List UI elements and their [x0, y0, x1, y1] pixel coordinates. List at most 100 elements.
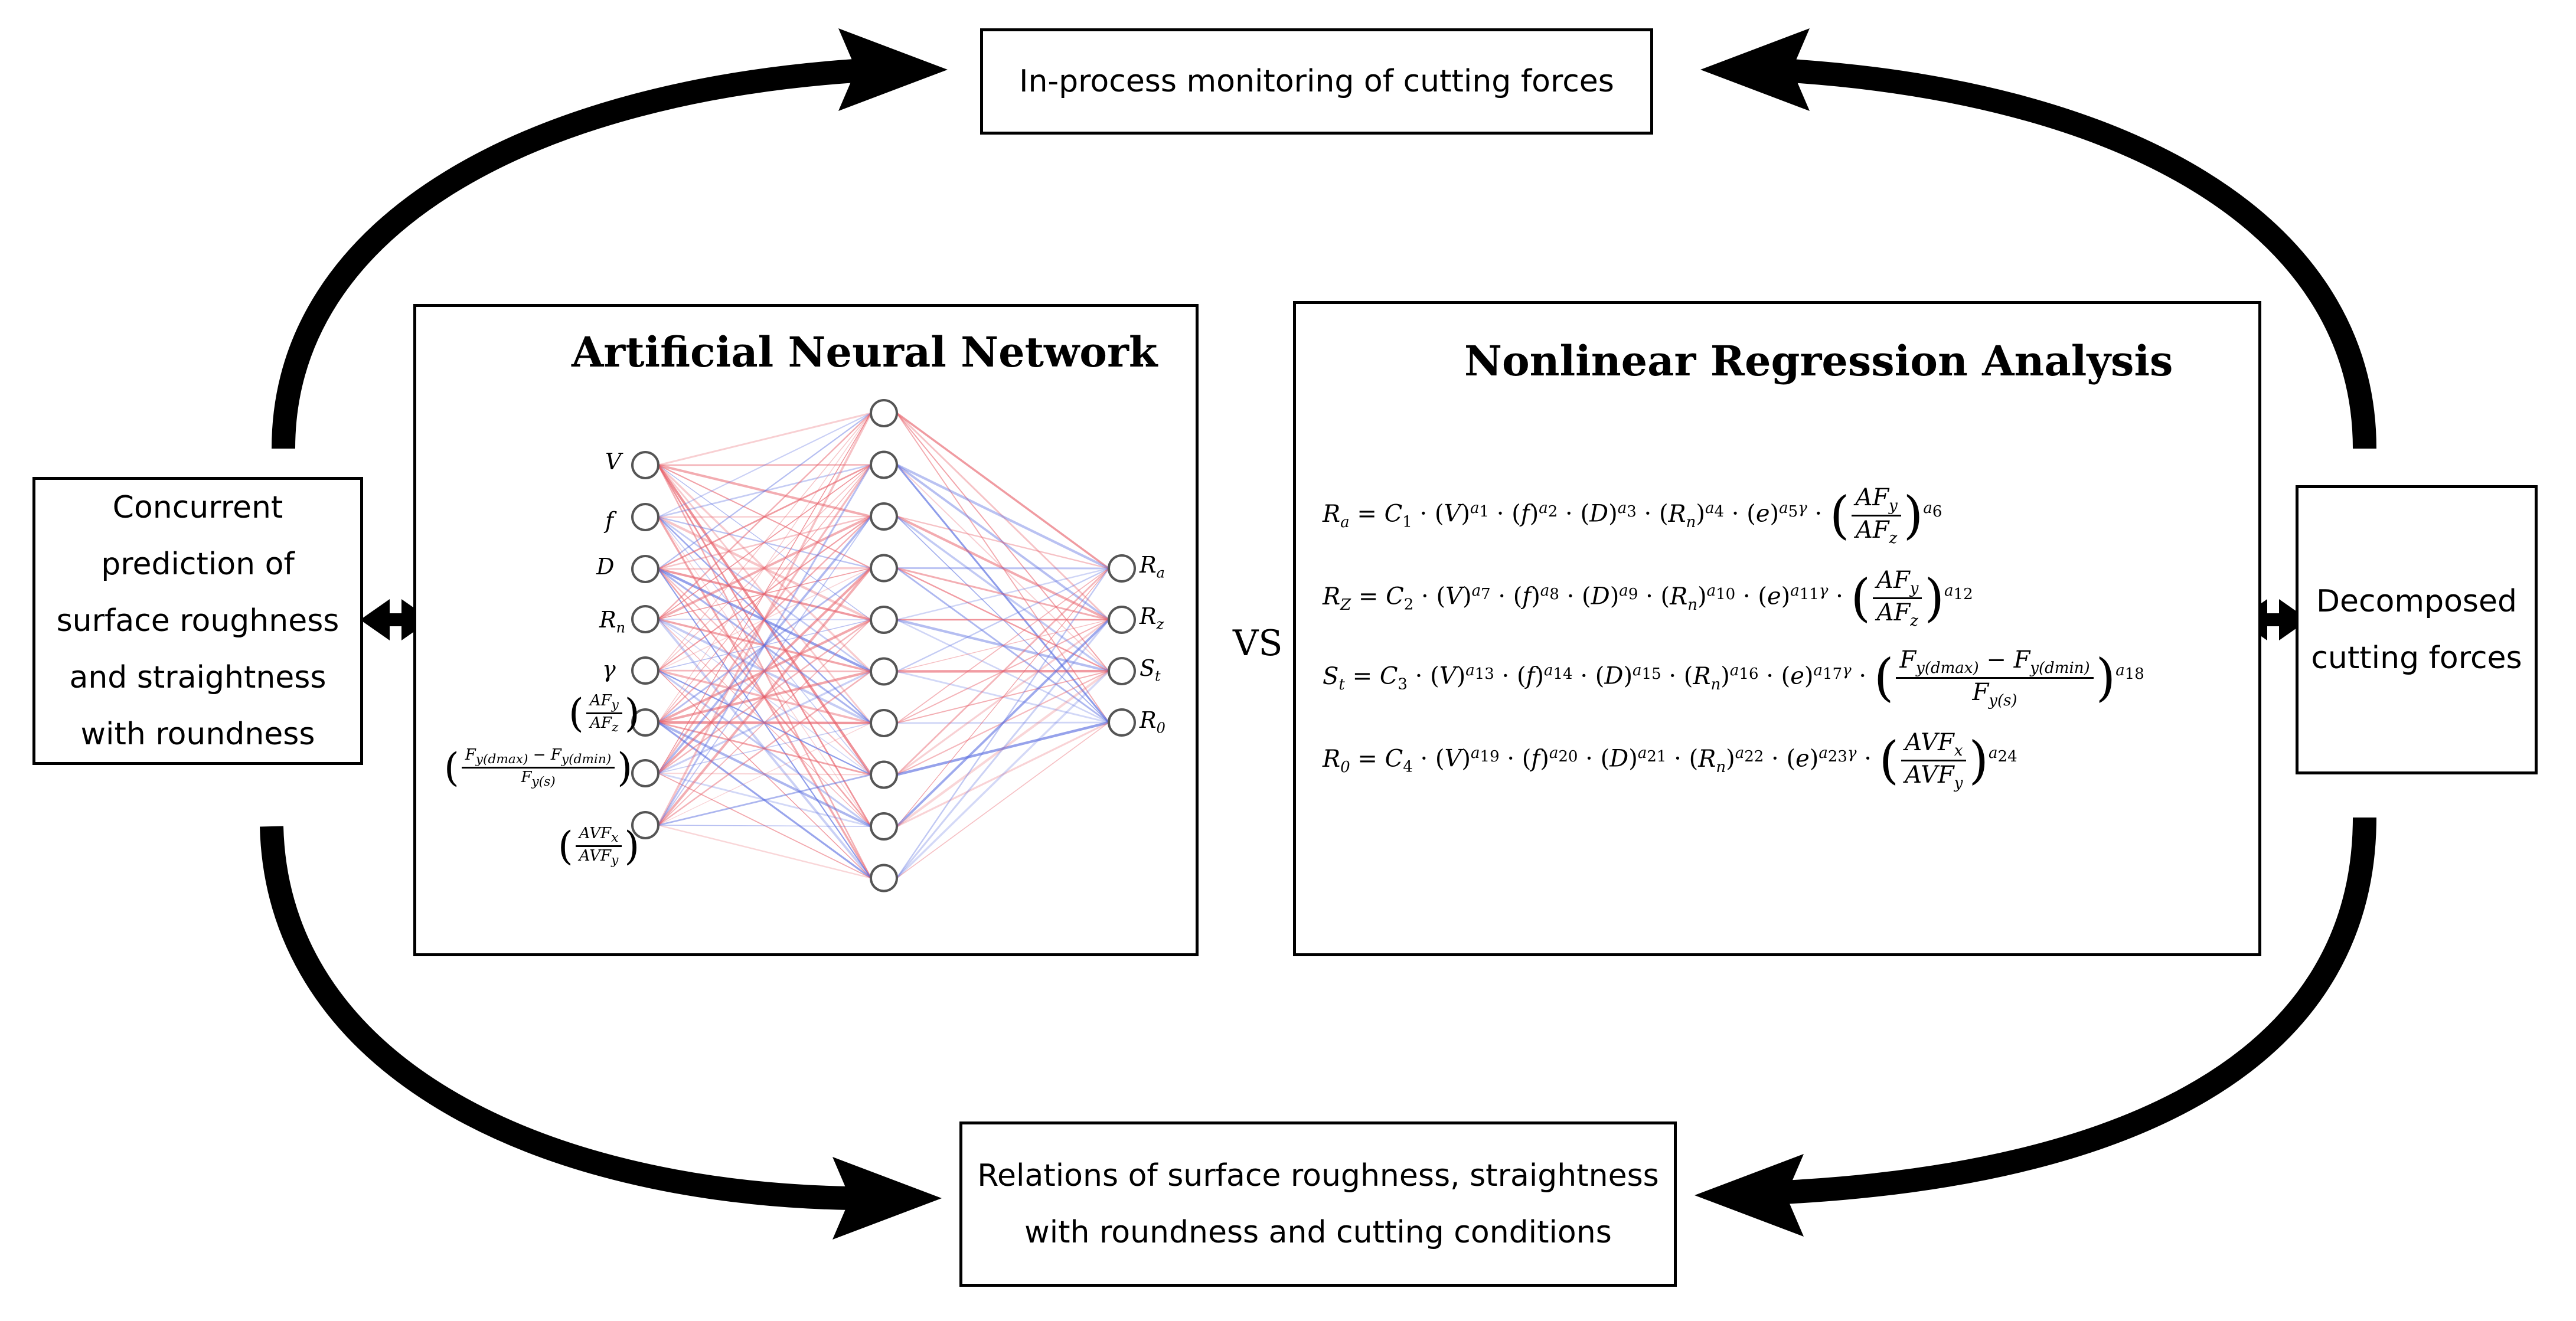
input-label-d: D — [596, 554, 615, 580]
connection-input-hidden — [658, 413, 871, 570]
connection-hidden-output — [896, 619, 1109, 672]
connection-input-hidden — [658, 515, 871, 570]
connection-hidden-output — [896, 568, 1109, 827]
connection-hidden-output — [896, 670, 1110, 828]
input-node — [631, 555, 659, 583]
connection-input-hidden — [658, 619, 871, 671]
connection-hidden-output — [896, 670, 1110, 879]
left-box — [32, 477, 363, 765]
right-box — [2296, 485, 2538, 774]
nra-panel — [1293, 301, 2261, 956]
connection-input-hidden — [658, 671, 871, 774]
connection-input-hidden — [657, 464, 872, 826]
arrow-right-to-bottom — [1782, 817, 2376, 1204]
connection-hidden-output — [896, 463, 1110, 621]
input-node — [631, 656, 659, 685]
arrow-left-to-bottom — [260, 826, 851, 1210]
output-label-rz: Rz — [1140, 603, 1164, 633]
connection-input-hidden — [658, 516, 871, 826]
connection-hidden-output — [896, 567, 1109, 621]
arrow-left-to-top — [272, 58, 875, 449]
connection-input-hidden — [658, 671, 871, 826]
connection-input-hidden — [658, 412, 871, 466]
connection-input-hidden — [657, 515, 872, 774]
connection-hidden-output — [896, 463, 1109, 570]
connection-input-hidden — [658, 721, 871, 776]
connection-input-hidden — [657, 567, 872, 774]
hidden-node — [870, 864, 898, 892]
connection-input-hidden — [658, 464, 871, 620]
connection-input-hidden — [658, 772, 871, 776]
top-box-text: In-process monitoring of cutting forces — [1019, 64, 1614, 99]
connection-hidden-output — [896, 567, 1109, 672]
input-node — [631, 451, 659, 479]
right-box-text: Decomposed cutting forces — [2311, 584, 2522, 676]
connection-input-hidden — [657, 464, 872, 774]
connection-hidden-output — [896, 567, 1109, 776]
connection-input-hidden — [658, 567, 871, 671]
input-node — [631, 811, 659, 839]
connection-input-hidden — [658, 722, 871, 774]
input-node — [631, 759, 659, 787]
connection-input-hidden — [658, 722, 871, 826]
connection-input-hidden — [658, 619, 871, 620]
hidden-node — [870, 657, 898, 686]
ann-title: Artificial Neural Network — [572, 328, 1158, 377]
bottom-box-text: Relations of surface roughness, straight… — [977, 1158, 1659, 1250]
connection-input-hidden — [658, 413, 871, 518]
input-label-v: V — [605, 449, 622, 475]
connection-input-hidden — [658, 516, 871, 569]
nra-title: Nonlinear Regression Analysis — [1464, 336, 2173, 385]
connection-hidden-output — [896, 619, 1109, 724]
connection-hidden-output — [896, 619, 1110, 828]
equation-r0: R0 = C4 · (V)a19 · (f)a20 · (D)a21 · (Rn… — [1323, 729, 2017, 792]
output-label-ra: Ra — [1140, 552, 1165, 581]
connection-hidden-output — [896, 568, 1109, 724]
vs-label: VS — [1233, 623, 1283, 664]
output-node — [1108, 708, 1136, 737]
output-label-r0: R0 — [1140, 707, 1165, 737]
connection-input-hidden — [658, 618, 871, 673]
connection-input-hidden — [658, 568, 871, 673]
equation-ra: Ra = C1 · (V)a1 · (f)a2 · (D)a3 · (Rn)a4… — [1323, 484, 1942, 547]
connection-hidden-output — [896, 413, 1109, 672]
connection-input-hidden — [658, 515, 871, 620]
hidden-node — [870, 709, 898, 737]
hidden-node — [870, 812, 898, 841]
connection-input-hidden — [658, 773, 871, 879]
left-box-text: Concurrent prediction of surface roughne… — [56, 490, 339, 752]
connection-hidden-output — [896, 412, 1110, 621]
arrowhead-top-right — [1700, 28, 1810, 111]
connection-input-hidden — [658, 721, 871, 725]
connection-hidden-output — [896, 567, 1109, 724]
hidden-node — [870, 502, 898, 531]
top-box — [980, 28, 1653, 135]
output-node — [1108, 554, 1136, 583]
output-node — [1108, 606, 1136, 634]
connection-input-hidden — [657, 413, 872, 826]
connection-input-hidden — [658, 413, 871, 774]
connection-input-hidden — [658, 413, 871, 620]
input-label-rn: Rn — [599, 607, 626, 636]
arrowhead-bottom-right — [1695, 1154, 1804, 1237]
connection-hidden-output — [896, 568, 1109, 879]
hidden-node — [870, 760, 898, 789]
input-node — [631, 503, 659, 531]
connection-hidden-output — [896, 722, 1109, 879]
input-label-fy-diff: (Fy(dmax) − Fy(dmin)Fy(s)) — [444, 745, 632, 790]
hidden-node — [870, 399, 898, 427]
connection-hidden-output — [896, 721, 1109, 828]
connection-input-hidden — [658, 774, 871, 826]
input-label-f: f — [605, 508, 614, 534]
connection-input-hidden — [658, 464, 871, 671]
input-node — [631, 605, 659, 633]
connection-input-hidden — [658, 516, 871, 723]
connection-input-hidden — [657, 567, 872, 826]
hidden-node — [870, 606, 898, 634]
hidden-node — [870, 450, 898, 479]
connection-input-hidden — [658, 413, 871, 671]
